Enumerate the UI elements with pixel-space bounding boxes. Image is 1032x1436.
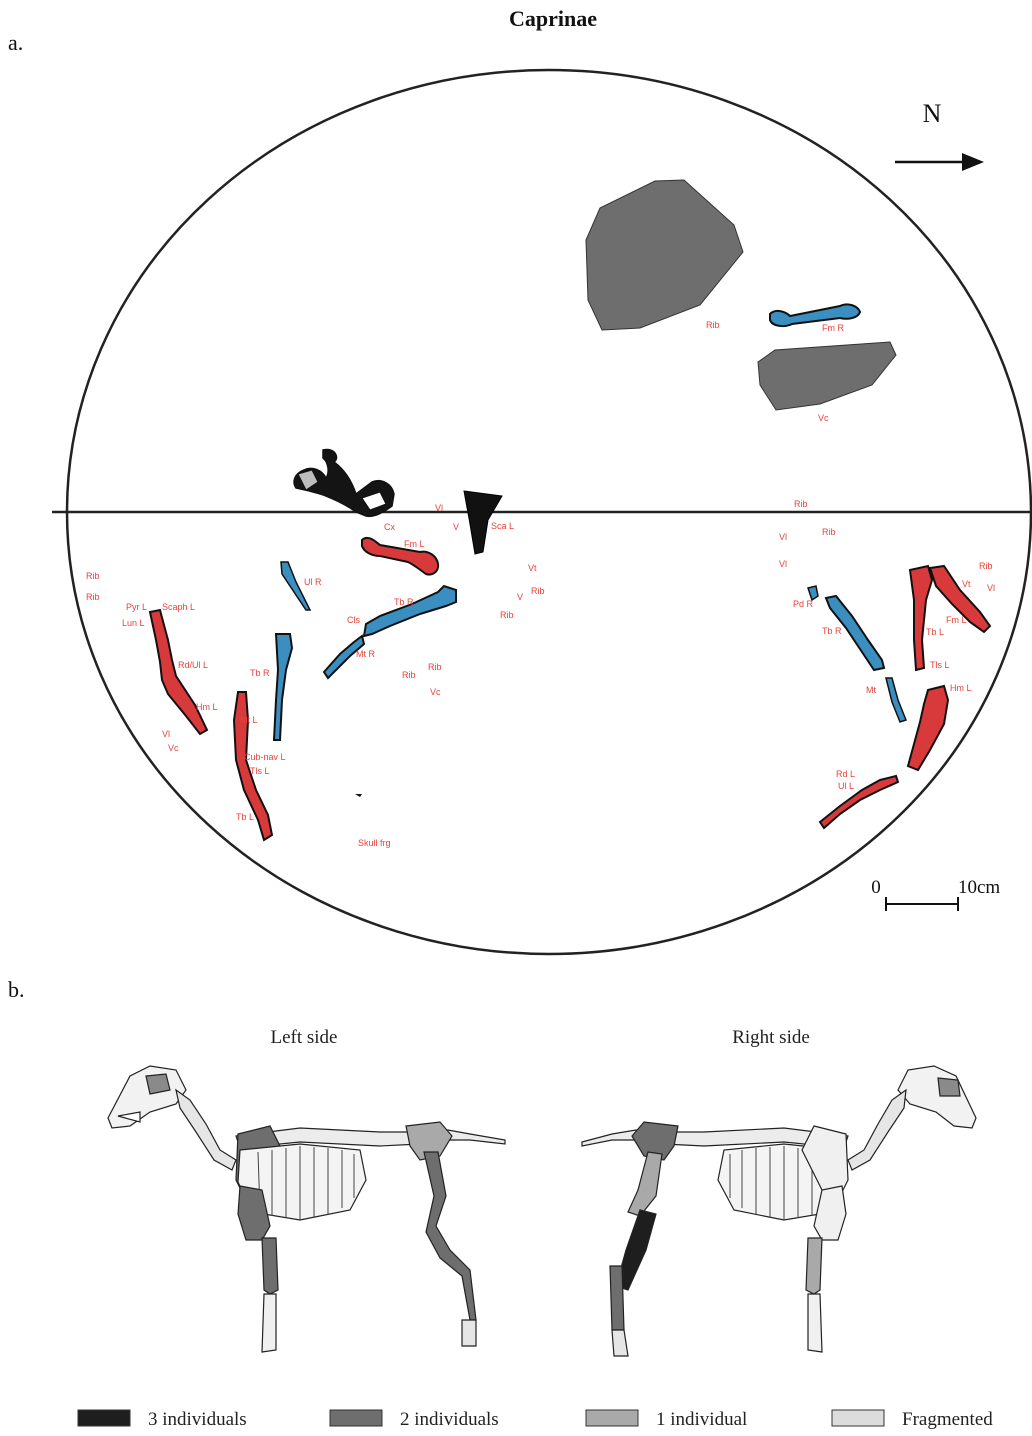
stone-small	[758, 342, 896, 410]
red-femur-bone-mid	[362, 538, 438, 575]
bone-label: Rib	[979, 561, 993, 571]
bone-label: Rib	[794, 499, 808, 509]
bone-label: Tb L	[236, 812, 254, 822]
bone-label: Vt	[528, 563, 537, 573]
bone-label: Pd R	[793, 599, 814, 609]
bone-label: Ul L	[838, 781, 854, 791]
bone-label: Vl	[162, 729, 170, 739]
red-radius-ulna-right	[820, 776, 898, 828]
blue-tibia-mid	[364, 586, 456, 636]
panel-b-label: b.	[8, 977, 25, 1002]
bone-label: Cls	[347, 615, 360, 625]
legend-swatch	[78, 1410, 130, 1426]
bone-label: Tls L	[930, 660, 950, 670]
bone-label: Mt R	[356, 649, 375, 659]
legend-label: Fragmented	[902, 1409, 993, 1430]
bone-label: Fm L	[404, 539, 425, 549]
bone-label: Scaph L	[162, 602, 195, 612]
right-side-caption: Right side	[732, 1027, 810, 1048]
blue-femur-top	[770, 304, 860, 326]
left-side-skeleton-illustration	[108, 1066, 505, 1352]
north-label: N	[923, 99, 942, 128]
blue-tibia-left	[274, 634, 292, 740]
bone-label: Tb R	[394, 597, 414, 607]
bone-label: Mt	[866, 685, 876, 695]
bone-label: Rib	[500, 610, 514, 620]
bone-label: Vl	[779, 532, 787, 542]
skull-fragment-mark	[355, 794, 362, 797]
bone-label: Rd L	[836, 769, 855, 779]
bone-label: Rib	[822, 527, 836, 537]
north-arrow-icon	[895, 153, 984, 171]
bone-label: Rib	[86, 592, 100, 602]
bone-label: Pyr L	[126, 602, 147, 612]
red-radius-ulna-left	[150, 610, 207, 734]
legend-swatch	[586, 1410, 638, 1426]
bone-label: Tls L	[250, 766, 270, 776]
legend-swatch	[832, 1410, 884, 1426]
bone-label: Vl	[435, 503, 443, 513]
legend: 3 individuals 2 individuals 1 individual…	[78, 1409, 993, 1430]
bone-label: Tb L	[926, 627, 944, 637]
bone-label: Rib	[402, 670, 416, 680]
scale-end-label: 10cm	[958, 877, 1000, 898]
blue-metatarsal-right	[886, 678, 906, 722]
bone-label: Cx	[384, 522, 395, 532]
bone-label: Tb R	[822, 626, 842, 636]
bone-labels: Rib Fm R Vc Rib Rib Vl Vl Vl V Sca L Cx …	[86, 320, 995, 848]
bone-label: Rib	[86, 571, 100, 581]
legend-swatch	[330, 1410, 382, 1426]
legend-label: 1 individual	[656, 1409, 747, 1430]
bone-label: Rib	[706, 320, 720, 330]
left-side-caption: Left side	[270, 1027, 337, 1048]
legend-label: 3 individuals	[148, 1409, 247, 1430]
right-side-skeleton-illustration	[582, 1066, 976, 1356]
bone-label: Fm R	[822, 323, 844, 333]
bone-label: Fm L	[946, 615, 967, 625]
bone-label: Vc	[430, 687, 441, 697]
scale-bar	[886, 897, 958, 911]
black-pelvis-bone	[294, 449, 394, 516]
bone-label: Mt L	[240, 715, 258, 725]
panel-a-label: a.	[8, 30, 23, 55]
bone-label: Hm L	[950, 683, 972, 693]
bone-label: Rd/Ul L	[178, 660, 208, 670]
bone-label: Cub-nav L	[244, 752, 286, 762]
bone-label: Hm L	[196, 702, 218, 712]
bone-label: Tb R	[250, 668, 270, 678]
stone-large	[586, 180, 743, 330]
bone-label: Vl	[779, 559, 787, 569]
bone-label: Skull frg	[358, 838, 391, 848]
bone-label: Rib	[428, 662, 442, 672]
red-humerus-right	[908, 686, 948, 770]
bone-label: Rib	[531, 586, 545, 596]
bone-label: Vl	[987, 583, 995, 593]
bone-label: V	[517, 592, 523, 602]
figure-title: Caprinae	[509, 6, 597, 31]
bone-label: Vt	[962, 579, 971, 589]
bone-label: V	[453, 522, 459, 532]
bone-label: Sca L	[491, 521, 514, 531]
bone-label: Ul R	[304, 577, 322, 587]
legend-label: 2 individuals	[400, 1409, 499, 1430]
bone-label: Vc	[818, 413, 829, 423]
bone-label: Vc	[168, 743, 179, 753]
scale-zero-label: 0	[871, 877, 881, 898]
bone-label: Lun L	[122, 618, 145, 628]
blue-phalanx-right	[808, 586, 818, 600]
